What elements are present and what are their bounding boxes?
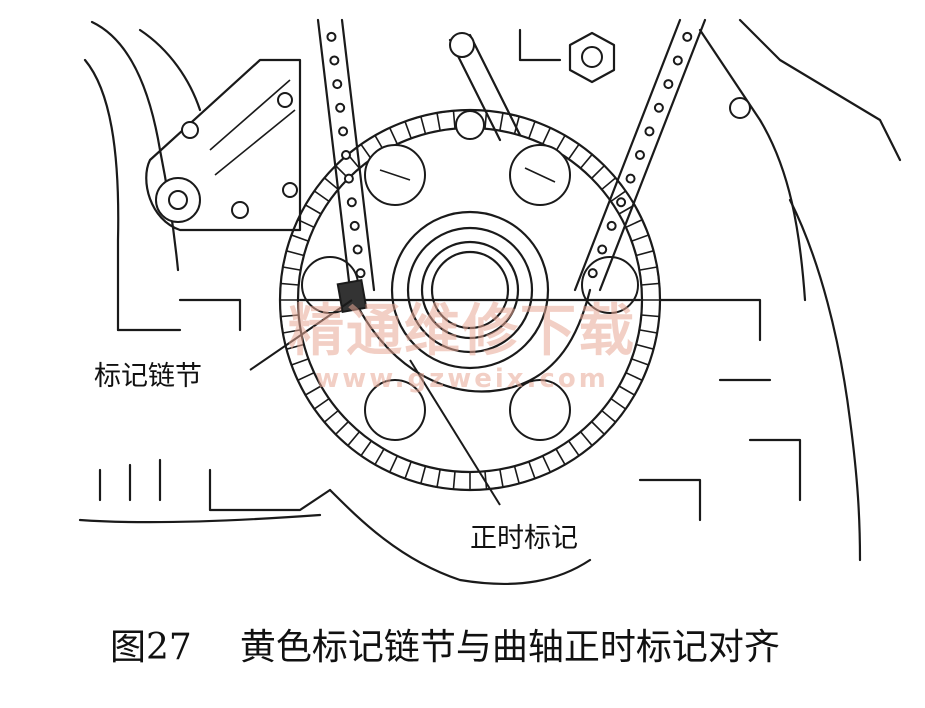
engine-block-outline (78, 18, 902, 586)
sprocket-tooth (625, 358, 650, 382)
sprocket-tooth (635, 329, 659, 351)
sprocket-tooth (639, 266, 661, 286)
sprocket-tooth (601, 176, 627, 203)
chain-link-pin (616, 197, 627, 208)
label-marked-link: 标记链节 (94, 361, 202, 392)
sprocket-tooth (419, 465, 441, 489)
chain-link-pin (625, 173, 636, 184)
chain-link-pin (329, 55, 340, 66)
chain-link-pin (352, 244, 363, 255)
sprocket-tooth (373, 126, 399, 152)
label-timing-mark: 正时标记 (470, 523, 578, 554)
figure-caption: 图27 黄色标记链节与曲轴正时标记对齐 (110, 618, 780, 670)
sprocket-tooth (313, 397, 339, 424)
chain-link-pin (341, 150, 351, 160)
sprocket-tooth (610, 385, 636, 411)
chain-link-pin (587, 268, 598, 279)
chain-link-pin (349, 220, 360, 231)
tensioner-arm (145, 58, 302, 232)
sprocket-tooth (346, 143, 373, 169)
sprocket-tooth (579, 153, 606, 179)
caption-text: 黄色标记链节与曲轴正时标记对齐 (239, 627, 780, 668)
bolt-hex (568, 31, 751, 119)
sprocket-tooth (555, 134, 581, 160)
sprocket-tooth (452, 471, 471, 491)
chain-link-pin (682, 31, 693, 42)
guide-arm (448, 32, 522, 142)
sprocket-tooth (499, 111, 521, 135)
sprocket-tooth (528, 120, 552, 145)
sprocket-tooth (279, 282, 299, 301)
chain-link-pin (343, 173, 354, 184)
sprocket-tooth (618, 203, 644, 229)
leader-line-marked-link (249, 299, 353, 371)
sprocket-tooth (591, 409, 617, 436)
sprocket-tooth (304, 189, 330, 215)
sprocket-tooth (290, 218, 315, 242)
chain-link-pin (332, 79, 343, 90)
chain-link-pin (606, 220, 617, 231)
chain-link-pin (644, 126, 655, 137)
sprocket-tooth (541, 448, 567, 474)
chain-link-pin (663, 79, 674, 90)
sprocket-tooth (334, 421, 361, 447)
timing-chain (316, 18, 707, 393)
chain-link-pin (355, 268, 366, 279)
sprocket-tooth (631, 233, 655, 257)
sprocket-tooth (359, 440, 385, 466)
sprocket-tooth (296, 371, 322, 397)
chain-link-pin (672, 55, 683, 66)
sprocket-tooth (641, 299, 661, 318)
sprocket-tooth (403, 115, 427, 139)
sprocket-tooth (281, 249, 305, 271)
chain-link-pin (338, 126, 349, 137)
leader-line-timing-mark (409, 359, 501, 506)
chain-links-right (587, 31, 693, 279)
chain-link-pin (635, 150, 645, 160)
chain-link-pin (346, 197, 357, 208)
crankshaft-sprocket (278, 108, 662, 492)
chain-links-left (326, 31, 366, 279)
sprocket-tooth (567, 431, 594, 457)
figure-number: 图27 (110, 627, 192, 668)
sprocket-tooth (285, 343, 309, 367)
chain-link-pin (335, 102, 346, 113)
sprocket-tooth (513, 461, 537, 485)
chain-link-pin (653, 102, 664, 113)
chain-link-pin (326, 31, 337, 42)
sprocket-tooth (436, 109, 456, 131)
sprocket-tooth (279, 314, 301, 334)
chain-link-pin (597, 244, 608, 255)
sprocket-tooth (388, 455, 412, 480)
sprocket-tooth (323, 164, 349, 191)
